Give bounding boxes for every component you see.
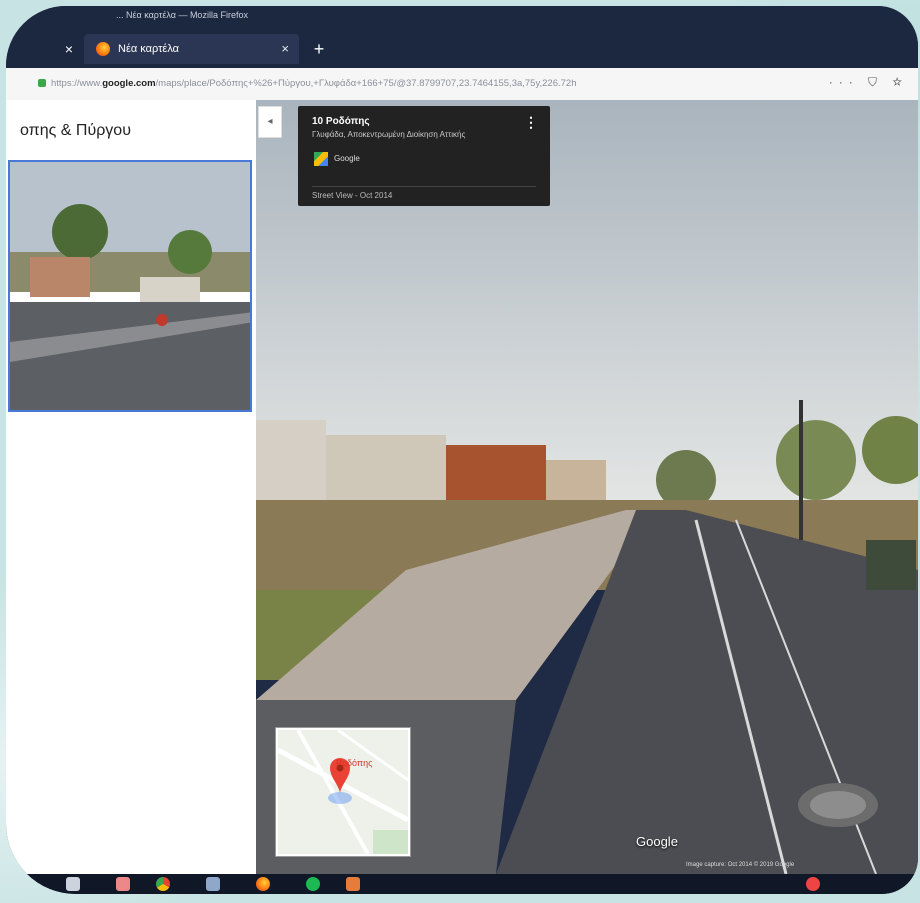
chrome-icon[interactable]	[156, 877, 170, 891]
map-pin-icon	[330, 758, 350, 794]
street-view-footer: Image capture: Oct 2014 © 2019 Google	[686, 862, 795, 868]
firefox-taskbar-icon[interactable]	[256, 877, 270, 891]
window-title: ... Νέα καρτέλα — Mozilla Firefox	[116, 10, 248, 20]
browser-window: ... Νέα καρτέλα — Mozilla Firefox × Νέα …	[6, 6, 918, 894]
new-tab-button[interactable]: +	[313, 39, 325, 59]
title-strip: ... Νέα καρτέλα — Mozilla Firefox	[6, 6, 918, 28]
page-actions[interactable]: ··· ⛉ ☆	[828, 75, 908, 89]
more-options-button[interactable]: ⋮	[524, 114, 538, 130]
info-card-address: 10 Ροδόπης	[312, 116, 370, 127]
eraser-icon[interactable]	[116, 877, 130, 891]
tab-label: Νέα καρτέλα	[118, 43, 180, 55]
spotify-icon[interactable]	[306, 877, 320, 891]
lock-icon	[38, 79, 46, 87]
place-photo[interactable]	[8, 160, 252, 412]
collapse-panel-button[interactable]: ◂	[258, 106, 282, 138]
info-card-source: Google	[334, 154, 360, 163]
info-card-region: Γλυφάδα, Αποκεντρωμένη Διοίκηση Αττικής	[312, 130, 466, 139]
firefox-icon	[96, 42, 110, 56]
tab-bar: × Νέα καρτέλα × +	[6, 28, 918, 68]
app-icon[interactable]	[346, 877, 360, 891]
google-logo: Google	[636, 834, 678, 849]
taskbar	[6, 874, 918, 894]
url-text[interactable]: https://www.google.com/maps/place/Ροδόπη…	[51, 78, 577, 89]
place-side-panel: οπης & Πύργου	[6, 100, 256, 874]
tab-new-tab[interactable]: Νέα καρτέλα ×	[84, 34, 299, 64]
url-bar[interactable]: https://www.google.com/maps/place/Ροδόπη…	[6, 68, 918, 101]
place-title: οπης & Πύργου	[20, 122, 131, 139]
tray-icon[interactable]	[806, 877, 820, 891]
previous-tab-close-button[interactable]: ×	[64, 41, 74, 57]
google-maps-icon	[314, 152, 328, 166]
tab-close-button[interactable]: ×	[281, 41, 289, 56]
notes-icon[interactable]	[206, 877, 220, 891]
info-card-date: Street View - Oct 2014	[312, 186, 536, 200]
minimap[interactable]: Ροδόπης	[276, 728, 410, 856]
street-view-info-card: 10 Ροδόπης ⋮ Γλυφάδα, Αποκεντρωμένη Διοί…	[298, 106, 550, 206]
minimap-pin-label: Ροδόπης	[336, 758, 373, 768]
start-icon[interactable]	[66, 877, 80, 891]
